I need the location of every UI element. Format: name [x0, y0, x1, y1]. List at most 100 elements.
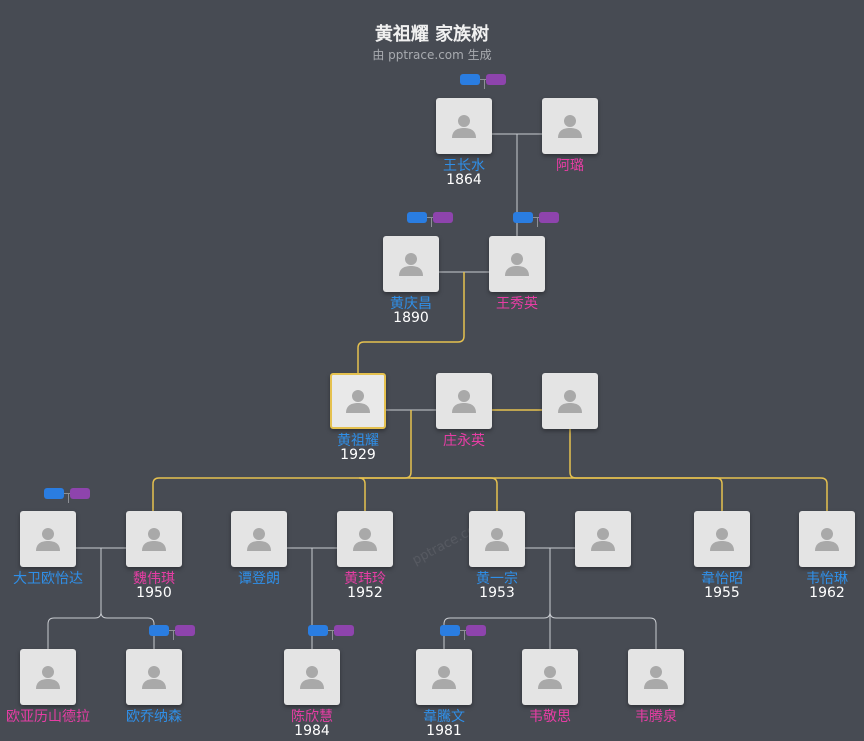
person-birth-year: 1890 — [393, 310, 429, 326]
person-card[interactable] — [436, 373, 492, 429]
lineage-line — [358, 477, 411, 511]
avatar-placeholder-icon — [591, 528, 615, 551]
expand-father-toggle[interactable] — [308, 625, 328, 636]
person-name[interactable]: 韦怡琳 — [806, 571, 848, 587]
person-card[interactable] — [522, 649, 578, 705]
parent-child-line — [100, 611, 155, 649]
person-name[interactable]: 韦腾泉 — [635, 709, 677, 725]
lineage-line — [411, 477, 723, 511]
person-name[interactable]: 黄一宗 — [476, 571, 518, 587]
person-birth-year: 1981 — [426, 723, 462, 739]
avatar-placeholder-icon — [346, 390, 370, 413]
person-name[interactable]: 韋怡昭 — [701, 571, 743, 587]
avatar-placeholder-icon — [399, 253, 423, 276]
person-name[interactable]: 欧亚历山德拉 — [6, 709, 90, 725]
avatar-placeholder-icon — [36, 528, 60, 551]
toggle-stem — [173, 630, 174, 640]
expand-mother-toggle[interactable] — [486, 74, 506, 85]
avatar-placeholder-icon — [247, 528, 271, 551]
person-name[interactable]: 王秀英 — [496, 296, 538, 312]
person-card[interactable] — [542, 373, 598, 429]
person-name[interactable]: 大卫欧怡达 — [13, 571, 83, 587]
expand-mother-toggle[interactable] — [539, 212, 559, 223]
toggle-stem — [484, 79, 485, 89]
avatar-placeholder-icon — [353, 528, 377, 551]
lineage-line — [569, 429, 828, 511]
page-subtitle: 由 pptrace.com 生成 — [372, 48, 492, 62]
person-card[interactable] — [20, 649, 76, 705]
expand-toggle-group — [149, 625, 199, 640]
lineage-line — [152, 410, 412, 511]
person-name[interactable]: 黄庆昌 — [390, 296, 432, 312]
person-birth-year: 1929 — [340, 447, 376, 463]
expand-father-toggle[interactable] — [149, 625, 169, 636]
person-card[interactable] — [436, 98, 492, 154]
expand-toggle-group — [440, 625, 490, 640]
toggle-stem — [68, 493, 69, 503]
avatar-placeholder-icon — [452, 390, 476, 413]
expand-mother-toggle[interactable] — [334, 625, 354, 636]
person-card[interactable] — [383, 236, 439, 292]
avatar-placeholder-icon — [36, 666, 60, 689]
expand-father-toggle[interactable] — [440, 625, 460, 636]
person-card[interactable] — [126, 511, 182, 567]
expand-father-toggle[interactable] — [513, 212, 533, 223]
toggle-link — [480, 79, 486, 80]
avatar-placeholder-icon — [815, 528, 839, 551]
avatar-placeholder-icon — [452, 115, 476, 138]
person-card[interactable] — [330, 373, 386, 429]
avatar-placeholder-icon — [432, 666, 456, 689]
expand-father-toggle[interactable] — [407, 212, 427, 223]
person-birth-year: 1953 — [479, 585, 515, 601]
expand-mother-toggle[interactable] — [466, 625, 486, 636]
person-name[interactable]: 韋騰文 — [423, 709, 465, 725]
avatar-placeholder-icon — [710, 528, 734, 551]
person-card[interactable] — [126, 649, 182, 705]
expand-father-toggle[interactable] — [460, 74, 480, 85]
person-card[interactable] — [489, 236, 545, 292]
expand-toggle-group — [44, 488, 94, 503]
toggle-link — [427, 217, 433, 218]
avatar-placeholder-icon — [505, 253, 529, 276]
avatar-placeholder-icon — [558, 390, 582, 413]
person-name[interactable]: 欧乔纳森 — [126, 709, 182, 725]
person-card[interactable] — [575, 511, 631, 567]
toggle-link — [533, 217, 539, 218]
expand-toggle-group — [460, 74, 510, 89]
person-card[interactable] — [694, 511, 750, 567]
expand-mother-toggle[interactable] — [433, 212, 453, 223]
person-name[interactable]: 陈欣慧 — [291, 709, 333, 725]
person-name[interactable]: 谭登朗 — [238, 571, 280, 587]
toggle-link — [64, 493, 70, 494]
person-card[interactable] — [231, 511, 287, 567]
person-birth-year: 1952 — [347, 585, 383, 601]
person-name[interactable]: 魏伟琪 — [133, 571, 175, 587]
person-card[interactable] — [628, 649, 684, 705]
person-card[interactable] — [284, 649, 340, 705]
person-card[interactable] — [469, 511, 525, 567]
expand-toggle-group — [407, 212, 457, 227]
person-name[interactable]: 庄永英 — [443, 433, 485, 449]
person-card[interactable] — [20, 511, 76, 567]
person-name[interactable]: 黄玮玲 — [344, 571, 386, 587]
expand-mother-toggle[interactable] — [175, 625, 195, 636]
person-name[interactable]: 王长水 — [443, 158, 485, 174]
expand-mother-toggle[interactable] — [70, 488, 90, 499]
expand-father-toggle[interactable] — [44, 488, 64, 499]
expand-toggle-group — [513, 212, 563, 227]
avatar-placeholder-icon — [142, 528, 166, 551]
person-name[interactable]: 黄祖耀 — [337, 433, 379, 449]
toggle-stem — [332, 630, 333, 640]
person-card[interactable] — [799, 511, 855, 567]
person-name[interactable]: 韦敬思 — [529, 709, 571, 725]
toggle-stem — [431, 217, 432, 227]
person-card[interactable] — [542, 98, 598, 154]
toggle-stem — [464, 630, 465, 640]
person-name[interactable]: 阿璐 — [556, 158, 584, 174]
person-card[interactable] — [337, 511, 393, 567]
expand-toggle-group — [308, 625, 358, 640]
toggle-link — [460, 630, 466, 631]
page-title: 黄祖耀 家族树 — [374, 24, 490, 45]
person-card[interactable] — [416, 649, 472, 705]
